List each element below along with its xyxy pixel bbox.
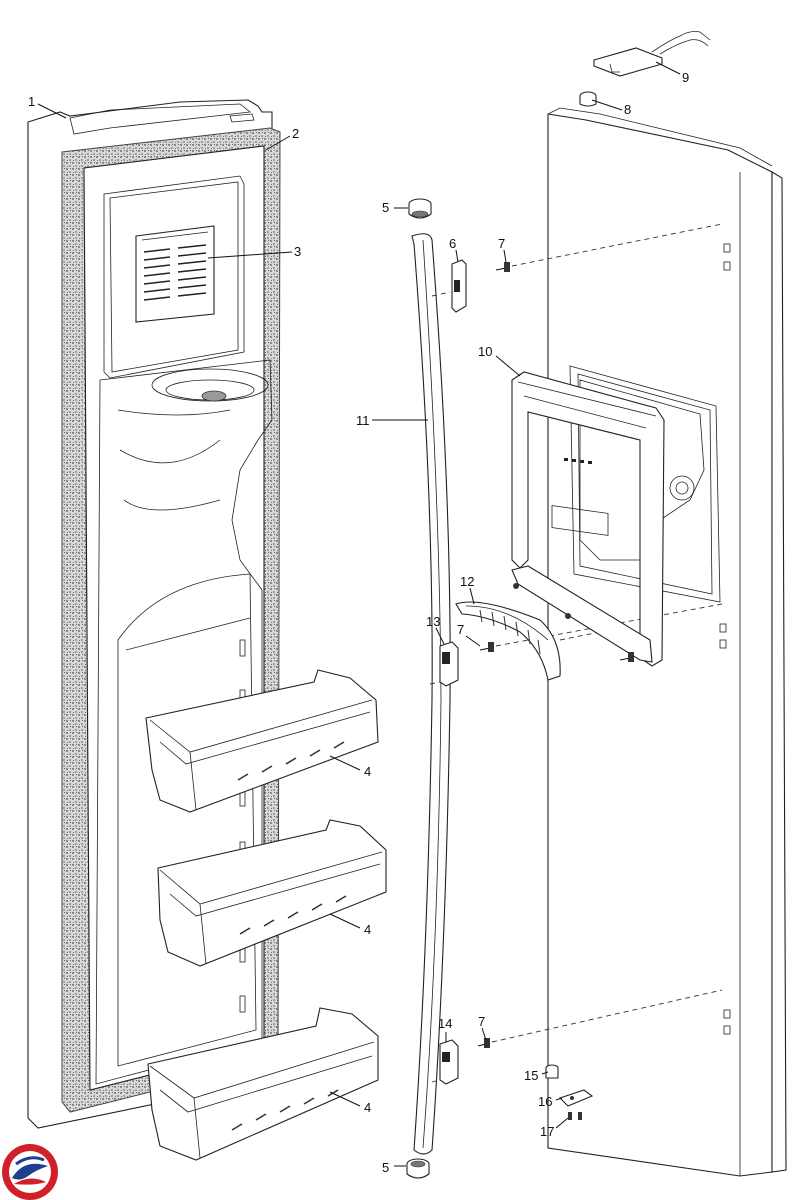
callout-5a: 5 [382,200,389,215]
callout-9: 9 [682,70,689,85]
bottom-screws-17 [568,1112,582,1120]
callout-labels: 1 2 3 4 4 4 5 5 6 7 7 7 8 9 10 11 12 13 … [28,70,689,1175]
callout-5b: 5 [382,1160,389,1175]
top-hinge-9 [593,31,711,77]
callout-11: 11 [356,413,370,428]
cap-top [408,198,432,219]
cap-bottom [406,1158,430,1179]
callout-4c: 4 [364,1100,371,1115]
callout-14: 14 [438,1016,452,1031]
bottom-hinge-15 [545,1064,559,1079]
callout-8: 8 [624,102,631,117]
tray-screws [619,652,634,662]
door-outer-panel [547,107,787,1177]
callout-6: 6 [449,236,456,251]
door-bin-upper [145,669,379,813]
dispenser-frame [511,371,665,667]
screw-7b [479,642,494,652]
callout-12: 12 [460,574,474,589]
hinge-block-13 [439,641,459,687]
callout-13: 13 [426,614,440,629]
hinge-block-14 [439,1039,459,1085]
callout-4b: 4 [364,922,371,937]
callout-17: 17 [540,1124,554,1139]
screw-7c [477,1038,490,1048]
callout-7c: 7 [478,1014,485,1029]
seal-strip [411,233,451,1155]
screw-7a [495,262,510,272]
label-plate [135,225,215,323]
callout-7a: 7 [498,236,505,251]
bottom-hinge-16 [558,1089,594,1107]
callout-1: 1 [28,94,35,109]
callout-2: 2 [292,126,299,141]
callout-3: 3 [294,244,301,259]
door-bin-middle [157,819,387,967]
callout-16: 16 [538,1094,552,1109]
callout-7b: 7 [457,622,464,637]
callout-4a: 4 [364,764,371,779]
hinge-cover-8 [579,91,597,107]
brand-logo-icon [2,1144,58,1200]
door-bin-lower [147,1007,379,1161]
callout-10: 10 [478,344,492,359]
callout-15: 15 [524,1068,538,1083]
leader-lines [37,61,681,1167]
drip-tray [455,601,561,681]
hinge-block-6 [451,259,467,313]
